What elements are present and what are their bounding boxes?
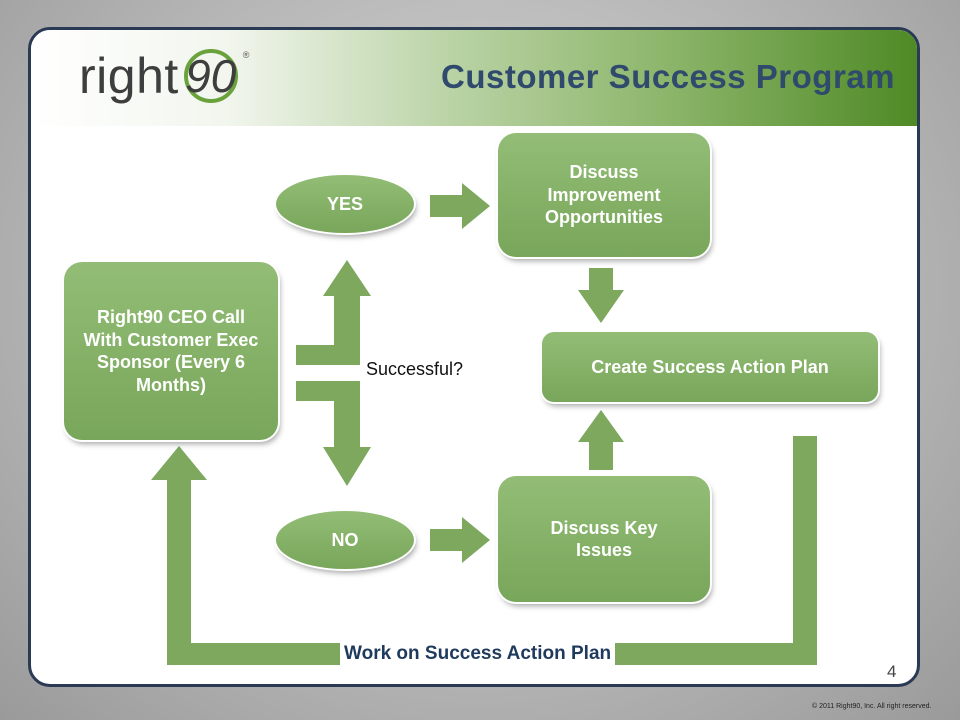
yes-pill: YES <box>276 175 414 233</box>
loop-left-segment <box>167 478 191 665</box>
logo-number: 90 <box>185 50 237 102</box>
ceo-call-box: Right90 CEO Call With Customer Exec Spon… <box>64 262 278 440</box>
work-on-plan-label: Work on Success Action Plan <box>340 643 616 665</box>
improvement-to-plan-shaft <box>589 268 613 292</box>
loop-right-segment <box>793 436 817 665</box>
copyright-notice: © 2011 Right90, Inc. All right reserved. <box>812 703 932 710</box>
yes-to-improvement-shaft <box>430 195 464 217</box>
loop-arrowhead-up <box>151 446 207 480</box>
no-to-issues-head <box>462 517 490 563</box>
header-banner: right 90 ® Customer Success Program <box>31 30 917 126</box>
successful-question: Successful? <box>366 359 464 379</box>
yes-to-improvement-head <box>462 183 490 229</box>
improvement-box: Discuss Improvement Opportunities <box>498 133 710 257</box>
issues-to-plan-head <box>578 410 624 442</box>
right90-logo: right 90 ® <box>79 46 249 106</box>
registered-mark: ® <box>242 50 250 60</box>
key-issues-box: Discuss Key Issues <box>498 476 710 602</box>
issues-to-plan-shaft <box>589 440 613 470</box>
no-branch-vertical <box>334 381 360 449</box>
action-plan-box: Create Success Action Plan <box>542 332 878 402</box>
page-number: 4 <box>887 662 897 681</box>
improvement-to-plan-head <box>578 290 624 323</box>
logo-circle-icon: 90 <box>181 47 241 105</box>
page-title: Customer Success Program <box>440 58 895 95</box>
logo-text: right <box>79 48 179 104</box>
no-to-issues-shaft <box>430 529 464 551</box>
yes-branch-vertical <box>334 294 360 365</box>
yes-branch-arrowhead <box>323 260 371 296</box>
no-branch-arrowhead <box>323 447 371 486</box>
no-pill: NO <box>276 511 414 569</box>
